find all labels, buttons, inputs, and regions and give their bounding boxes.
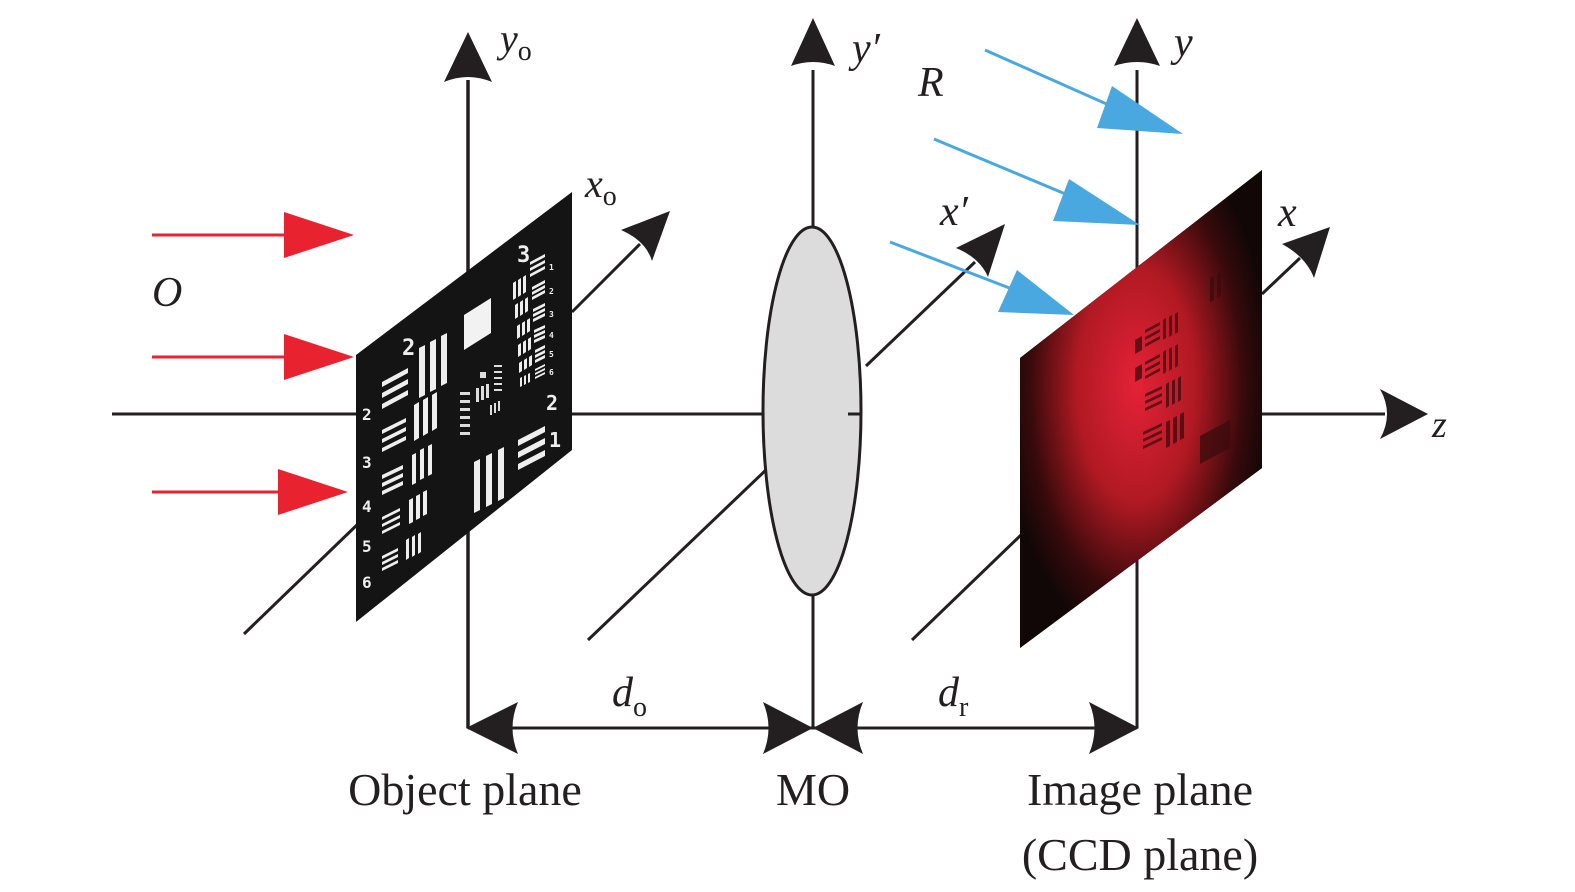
target-digit: 1 xyxy=(549,428,561,452)
target-digit: 6 xyxy=(362,573,372,592)
optical-axis-z: z xyxy=(112,389,1447,446)
object-beam-arrow xyxy=(152,212,354,258)
y-axis-arrowhead-icon xyxy=(1114,18,1160,66)
reference-beam-arrow xyxy=(889,240,1074,315)
ccd-hologram-plane xyxy=(1020,170,1262,648)
target-bars-left xyxy=(382,368,408,571)
target-digit: 4 xyxy=(362,497,372,516)
target-digit: 5 xyxy=(549,350,554,359)
target-square xyxy=(464,298,491,350)
ccd-plane-label: (CCD plane) xyxy=(1022,829,1258,880)
xo-axis-label: xo xyxy=(584,161,617,212)
target-digit: 2 xyxy=(402,336,415,361)
distance-object-to-lens-label: do xyxy=(612,670,647,723)
image-plane-label: Image plane xyxy=(1027,764,1253,815)
do-right-arrowhead-icon xyxy=(763,702,813,754)
distance-lens-to-image-label: dr xyxy=(938,670,969,723)
plane-labels: Object plane MO Image plane (CCD plane) xyxy=(348,764,1258,880)
target-bars-group xyxy=(419,333,447,398)
object-beam-arrow xyxy=(152,469,348,515)
target-bars-right-column xyxy=(513,254,545,387)
target-digit: 2 xyxy=(546,391,558,415)
x-prime-axis-label: x′ xyxy=(939,189,969,235)
distance-dimensions: do dr xyxy=(466,670,1139,754)
object-beam-arrow xyxy=(152,334,354,380)
reference-beam-label: R xyxy=(917,60,944,106)
xo-axis-arrowhead-icon xyxy=(621,211,670,261)
x-axis-label: x xyxy=(1277,190,1297,236)
hologram-target-bars xyxy=(1135,272,1230,464)
dr-left-arrowhead-icon xyxy=(813,702,863,754)
target-bars-left-vertical xyxy=(406,392,437,560)
target-digit: 6 xyxy=(549,368,554,377)
object-beams: O xyxy=(152,212,354,515)
yo-axis-label: yo xyxy=(496,16,532,67)
lens-label: MO xyxy=(776,764,850,815)
target-digit: 4 xyxy=(549,331,554,340)
object-plane-axes: yo xo xyxy=(242,16,670,728)
do-left-arrowhead-icon xyxy=(466,702,518,754)
target-digit: 5 xyxy=(362,537,372,556)
target-digit: 2 xyxy=(549,287,554,296)
z-axis-arrowhead-icon xyxy=(1380,389,1428,439)
y-prime-axis-label: y′ xyxy=(848,26,881,72)
target-digit: 3 xyxy=(549,310,554,319)
target-digit: 3 xyxy=(362,453,372,472)
microscope-objective-lens xyxy=(761,225,863,597)
dr-right-arrowhead-icon xyxy=(1089,702,1139,754)
y-prime-axis-arrowhead-icon xyxy=(791,18,835,66)
target-digit: 3 xyxy=(517,243,530,268)
target-digit: 2 xyxy=(362,405,372,424)
target-digit: 1 xyxy=(549,263,554,272)
lens-plane-axes: y′ x′ xyxy=(586,18,1005,728)
reference-beams: R xyxy=(889,48,1183,315)
usaf-resolution-target: 2 2 3 4 5 6 3 2 1 1 2 3 4 5 6 xyxy=(356,192,572,622)
object-beam-label: O xyxy=(152,270,182,316)
x-prime-axis-arrowhead-icon xyxy=(956,224,1005,277)
reference-beam-arrow xyxy=(933,137,1140,225)
reference-beam-arrow xyxy=(984,48,1183,134)
z-axis-label: z xyxy=(1431,404,1447,446)
x-axis-arrowhead-icon xyxy=(1282,227,1330,278)
yo-axis-arrowhead-icon xyxy=(444,32,492,82)
y-axis-label: y xyxy=(1170,20,1193,66)
target-center-fine-pattern xyxy=(460,365,502,435)
object-plane-label: Object plane xyxy=(348,764,582,815)
target-bars-bottom-right xyxy=(474,426,545,513)
